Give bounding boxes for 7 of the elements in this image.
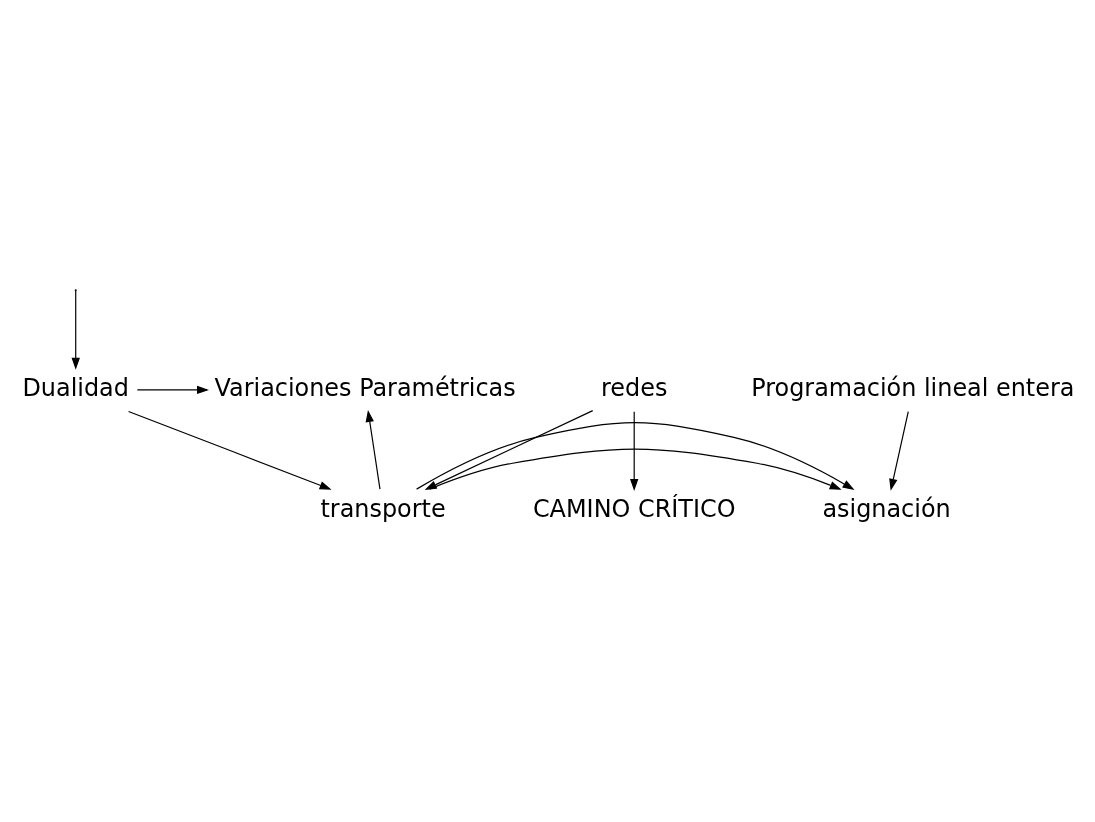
node-text: Variaciones Paramétricas	[214, 373, 516, 402]
node-text: redes	[601, 373, 668, 402]
node-text: Programación lineal entera	[751, 373, 1075, 402]
node-text: CAMINO CRÍTICO	[532, 494, 736, 523]
node-text: asignación	[822, 494, 951, 523]
node-text: Dualidad	[22, 373, 129, 402]
node-text: transporte	[320, 494, 446, 523]
